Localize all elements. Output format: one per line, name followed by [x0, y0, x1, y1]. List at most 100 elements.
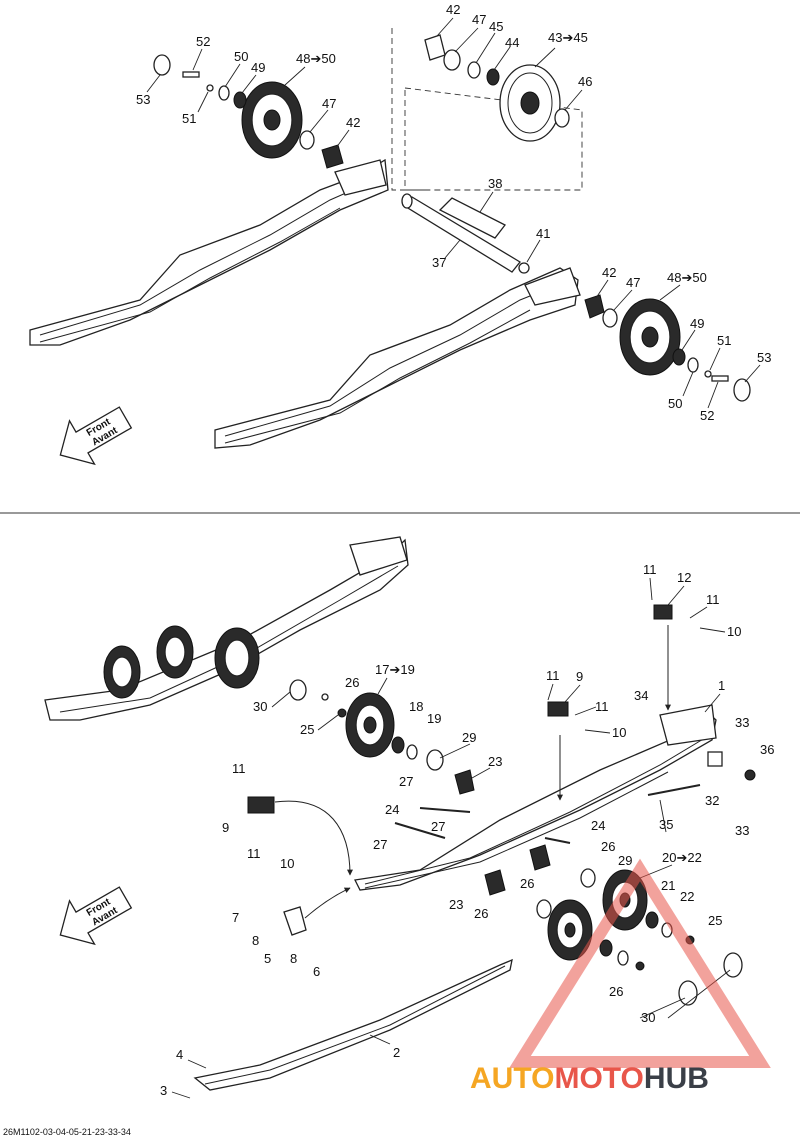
callout-label: 41: [536, 226, 550, 241]
callout-label: 11: [546, 668, 560, 683]
block-23-c: [484, 869, 506, 896]
callout-label: 26: [520, 876, 534, 891]
callout-label: 8: [290, 951, 297, 966]
washer-26-a: [321, 693, 329, 701]
callout-label: 10: [727, 624, 741, 639]
spacer-29-b: [580, 868, 596, 888]
spacer-38: [438, 197, 506, 239]
callout-label: 36: [760, 742, 774, 757]
callout-label: 11: [706, 592, 720, 607]
cap-30-left: [289, 679, 307, 701]
callout-label: 11: [595, 699, 609, 714]
washer-51-right: [704, 370, 712, 378]
bolt-24-b: [419, 807, 471, 813]
cap-30-right-a: [723, 952, 743, 978]
callout-label: 24: [591, 818, 605, 833]
stopper-12: [653, 604, 673, 620]
washer-47-right: [602, 308, 618, 328]
callout-label: 30: [253, 699, 267, 714]
spacer-29-a: [426, 749, 444, 771]
slider-2: [193, 958, 513, 1091]
callout-label: 51: [717, 333, 731, 348]
svg-text:AUTOMOTOHUB: AUTOMOTOHUB: [470, 1062, 709, 1095]
callout-label: 25: [300, 722, 314, 737]
shaft-35: [647, 784, 701, 796]
callout-label: 10: [612, 725, 626, 740]
bearing-44: [486, 68, 500, 86]
bolt-42-left: [321, 144, 344, 169]
cap-53-left: [153, 54, 171, 76]
automotohub-watermark: AUTOMOTOHUB: [470, 858, 771, 1095]
callout-label: 30: [641, 1010, 655, 1025]
callout-label: 25: [708, 913, 722, 928]
callout-label: 42: [346, 115, 360, 130]
callout-label: 27: [373, 837, 387, 852]
bearing-21-b: [599, 939, 613, 957]
washer-51-left: [206, 84, 214, 92]
callout-label: 53: [136, 92, 150, 107]
front-arrow-icon: Front Avant: [59, 886, 133, 946]
nut-36: [744, 769, 756, 781]
ring-22-b: [617, 950, 629, 966]
callout-label: 27: [431, 819, 445, 834]
callout-label: 17➔19: [375, 662, 415, 677]
spacer-29-c: [536, 899, 552, 919]
callout-label: 37: [432, 255, 446, 270]
callout-label: 24: [385, 802, 399, 817]
nut-25-a: [337, 708, 347, 718]
spacer-46: [554, 108, 570, 128]
watermark-auto: AUTO: [470, 1062, 554, 1095]
callout-label: 43➔45: [548, 30, 588, 45]
bearing-49-right: [672, 348, 686, 366]
callout-label: 3: [160, 1083, 167, 1098]
callout-label: 29: [462, 730, 476, 745]
washer-47-top: [443, 49, 461, 71]
callout-label: 50: [668, 396, 682, 411]
callout-label: 33: [735, 823, 749, 838]
callout-label: 33: [735, 715, 749, 730]
callout-label: 20➔22: [662, 850, 702, 865]
callout-label: 19: [427, 711, 441, 726]
callout-label: 32: [705, 793, 719, 808]
assembled-rail: [44, 536, 409, 721]
callout-label: 46: [578, 74, 592, 89]
callout-label: 26: [345, 675, 359, 690]
callout-label: 10: [280, 856, 294, 871]
callout-label: 50: [234, 49, 248, 64]
callout-label: 53: [757, 350, 771, 365]
callout-label: 49: [690, 316, 704, 331]
washer-41: [518, 262, 530, 274]
bearing-49-left: [233, 91, 247, 109]
callout-label: 48➔50: [667, 270, 707, 285]
watermark-hub: HUB: [644, 1062, 709, 1095]
callout-label: 9: [222, 820, 229, 835]
stopper-9-b: [247, 796, 275, 814]
callout-label: 42: [602, 265, 616, 280]
callout-label: 4: [176, 1047, 183, 1062]
wheel-48-50-right: [619, 298, 681, 376]
wheel-43-45: [499, 64, 561, 142]
axle-37: [401, 193, 521, 273]
ring-50-right: [687, 357, 699, 373]
watermark-triangle-icon: [509, 858, 771, 1068]
wheel-48-50-left: [241, 81, 303, 159]
cap-53-right: [733, 378, 751, 402]
callout-label: 11: [232, 761, 246, 776]
bolt-24-a: [394, 822, 446, 839]
rail-1: [354, 704, 717, 891]
wheel-17-19: [345, 692, 395, 758]
callout-label: 5: [264, 951, 271, 966]
ring-50-left: [218, 85, 230, 101]
bearing-18: [391, 736, 405, 754]
lower-assembly: 11 12 11 10 11 9 11 10 1 34 33 36 32 33 …: [44, 536, 774, 1099]
bolt-52-left: [182, 71, 200, 78]
block-23-b: [529, 844, 551, 871]
front-arrow-icon: Front Avant: [59, 406, 133, 466]
block-23-a: [454, 769, 475, 795]
callout-label: 44: [505, 35, 519, 50]
stopper-5: [283, 906, 307, 936]
callout-label: 7: [232, 910, 239, 925]
bolt-42-right: [584, 294, 605, 319]
ring-45-top: [467, 61, 481, 79]
